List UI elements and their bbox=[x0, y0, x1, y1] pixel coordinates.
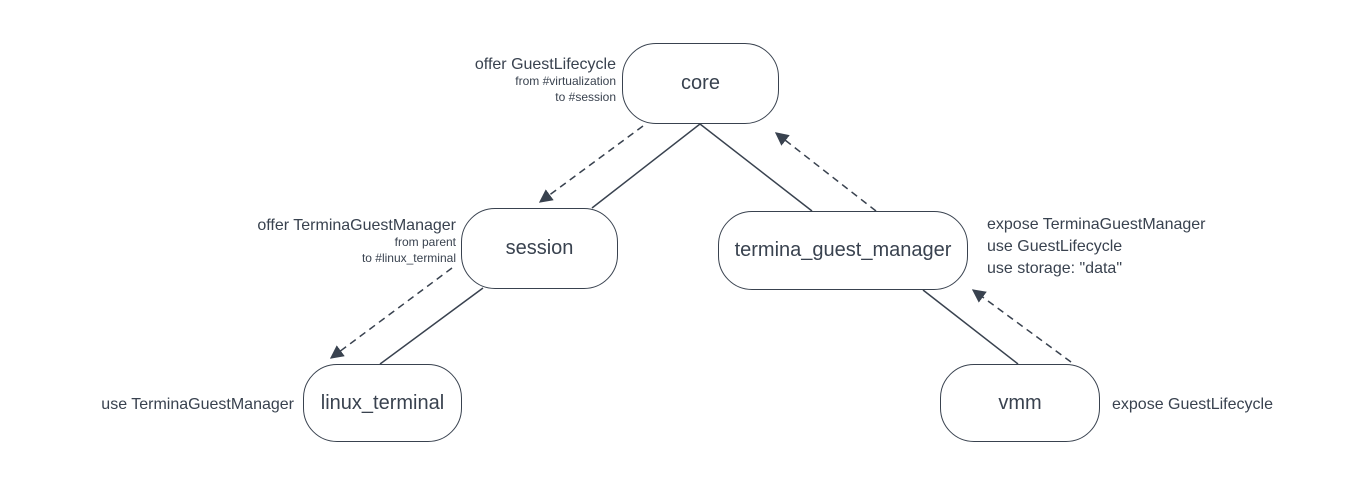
annotation-session: offer TerminaGuestManager from parent to… bbox=[257, 216, 456, 266]
annotation-session-title: offer TerminaGuestManager bbox=[257, 217, 456, 234]
edge-core-termina-guest-manager bbox=[699, 123, 813, 212]
node-core: core bbox=[622, 43, 779, 124]
node-vmm-label: vmm bbox=[998, 391, 1042, 414]
node-vmm: vmm bbox=[940, 364, 1100, 442]
annotation-termina-line3: use storage: "data" bbox=[987, 260, 1122, 277]
node-core-label: core bbox=[681, 72, 720, 94]
annotation-core-sub1: from #virtualization bbox=[515, 74, 616, 88]
annotation-termina-line2: use GuestLifecycle bbox=[987, 238, 1123, 255]
annotation-termina-guest-manager: expose TerminaGuestManager use GuestLife… bbox=[987, 214, 1206, 280]
annotation-vmm-line1: expose GuestLifecycle bbox=[1112, 396, 1273, 413]
route-offer-guestlifecycle-core-to-session bbox=[538, 125, 644, 203]
annotation-linux-terminal-line1: use TerminaGuestManager bbox=[101, 396, 294, 413]
node-termina-guest-manager: termina_guest_manager bbox=[718, 211, 968, 290]
edge-termina-guest-manager-vmm bbox=[922, 289, 1019, 365]
annotation-session-sub1: from parent bbox=[394, 235, 456, 249]
annotation-vmm: expose GuestLifecycle bbox=[1112, 394, 1273, 416]
annotation-termina-line1: expose TerminaGuestManager bbox=[987, 216, 1206, 233]
edge-core-session bbox=[591, 123, 701, 209]
node-linux-terminal: linux_terminal bbox=[303, 364, 462, 442]
route-use-guestlifecycle-termina-to-core bbox=[774, 132, 877, 212]
node-linux-terminal-label: linux_terminal bbox=[320, 391, 445, 414]
node-session: session bbox=[461, 208, 618, 289]
node-session-label: session bbox=[505, 237, 574, 259]
route-offer-terminaguestmanager-session-to-linux-terminal bbox=[329, 267, 453, 359]
annotation-linux-terminal: use TerminaGuestManager bbox=[101, 394, 294, 416]
annotation-core: offer GuestLifecycle from #virtualizatio… bbox=[475, 55, 616, 105]
route-expose-guestlifecycle-vmm-to-termina bbox=[971, 289, 1072, 363]
annotation-core-sub2: to #session bbox=[555, 89, 616, 104]
node-termina-guest-manager-label: termina_guest_manager bbox=[734, 239, 952, 261]
annotation-session-sub2: to #linux_terminal bbox=[361, 250, 456, 265]
annotation-core-title: offer GuestLifecycle bbox=[474, 56, 616, 73]
edge-session-linux-terminal bbox=[379, 287, 484, 365]
